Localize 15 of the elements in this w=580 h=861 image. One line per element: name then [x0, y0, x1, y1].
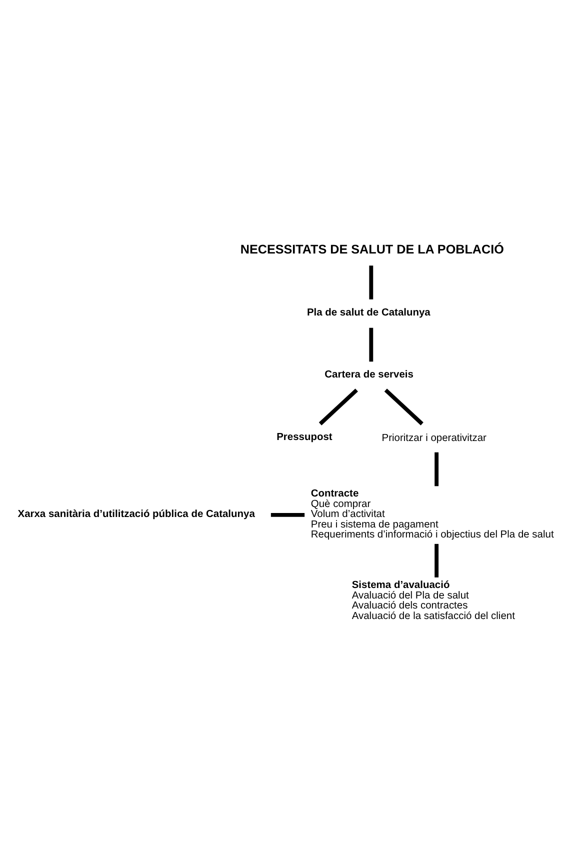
node-text: Cartera de serveis: [324, 369, 414, 380]
node-text: Prioritzar i operativitzar: [382, 432, 486, 444]
node-text: NECESSITATS DE SALUT DE LA POBLACIÓ: [240, 242, 504, 256]
node-text: Sistema d’avaluació Avaluació del Pla de salut Avaluació dels contractes Avaluació de la satisfacció del client: [352, 580, 515, 622]
connector: [318, 388, 358, 425]
connector: [369, 327, 374, 362]
connector: [270, 512, 305, 516]
connector: [384, 388, 424, 425]
connector: [434, 452, 439, 486]
node-text: Pressupost: [276, 431, 332, 442]
node-text: Xarxa sanitària d’utilització pública de Catalunya: [18, 508, 255, 520]
connector: [369, 265, 374, 299]
node-text: Pla de salut de Catalunya: [306, 306, 430, 318]
connector: [434, 543, 439, 577]
node-text: Contracte Què comprar Volum d’activitat Preu i sistema de pagament Requeriments d’informació i objectius del Pla de salut: [310, 488, 554, 540]
